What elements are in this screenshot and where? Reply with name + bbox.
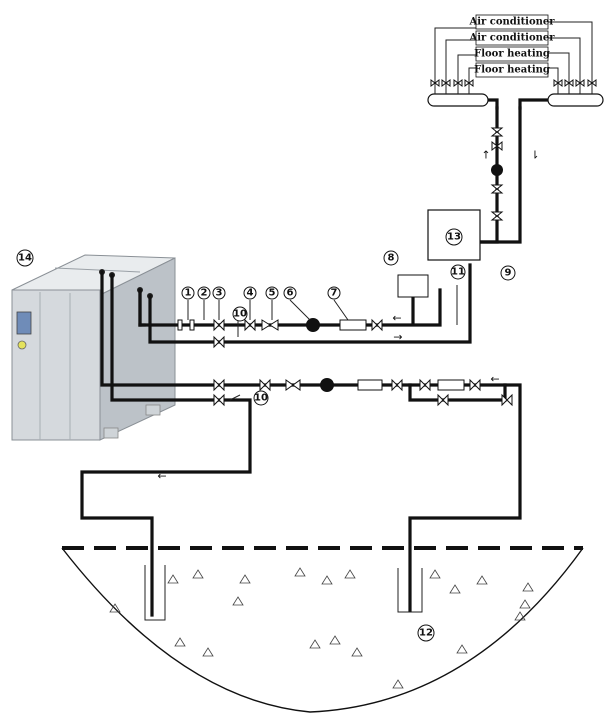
callout-2: 2: [201, 288, 208, 299]
pipe-source-supply: [100, 270, 522, 612]
callout-6: 6: [287, 288, 294, 299]
callout-11: 11: [451, 267, 465, 278]
expansion-tank: [397, 274, 429, 298]
pipe-load-return: [478, 106, 522, 244]
flow-arrows: ↑ ⇂ ← → ← ←: [157, 149, 539, 483]
arrow-left-ground: ←: [157, 470, 166, 483]
control-panel-screen: [16, 311, 32, 335]
label-floor-heating-2: Floor heating: [474, 65, 550, 76]
indicator-light: [17, 340, 27, 350]
callout-9: 9: [505, 268, 512, 279]
callout-10-lower: 10: [254, 393, 268, 404]
callout-5: 5: [269, 288, 276, 299]
arrow-down: ⇂: [530, 149, 539, 162]
pipe-network: [80, 98, 557, 617]
distribution-headers: [427, 21, 604, 107]
callout-3: 3: [216, 288, 223, 299]
callout-10-upper: 10: [233, 309, 247, 320]
heat-pump-unit: [11, 254, 176, 441]
callout-1: 1: [185, 288, 192, 299]
label-air-conditioner-1: Air conditioner: [468, 17, 555, 28]
callout-8: 8: [388, 253, 395, 264]
arrow-left-upper: ←: [392, 312, 401, 325]
callout-13: 13: [447, 232, 461, 243]
upper-row-components: [177, 318, 383, 349]
label-floor-heating-1: Floor heating: [474, 49, 550, 60]
arrow-left-lower: ←: [490, 373, 499, 386]
ground-loop: [61, 546, 584, 713]
callout-14: 14: [18, 253, 32, 264]
pipe-return-top: [148, 263, 472, 344]
load-side-components: [490, 127, 504, 221]
arrow-up: ↑: [481, 149, 490, 162]
callout-7: 7: [331, 288, 338, 299]
label-air-conditioner-2: Air conditioner: [468, 33, 555, 44]
lower-row-components: [213, 378, 513, 407]
load-labels: Air conditioner Air conditioner Floor he…: [468, 14, 555, 78]
pipe-source-return: [80, 273, 252, 617]
callout-4: 4: [247, 288, 254, 299]
arrow-right-upper: →: [393, 331, 402, 344]
callouts: 1 2 3 4 5 6 7 8 9 10 10 11 12 13 14: [16, 228, 516, 642]
callout-12: 12: [419, 628, 433, 639]
